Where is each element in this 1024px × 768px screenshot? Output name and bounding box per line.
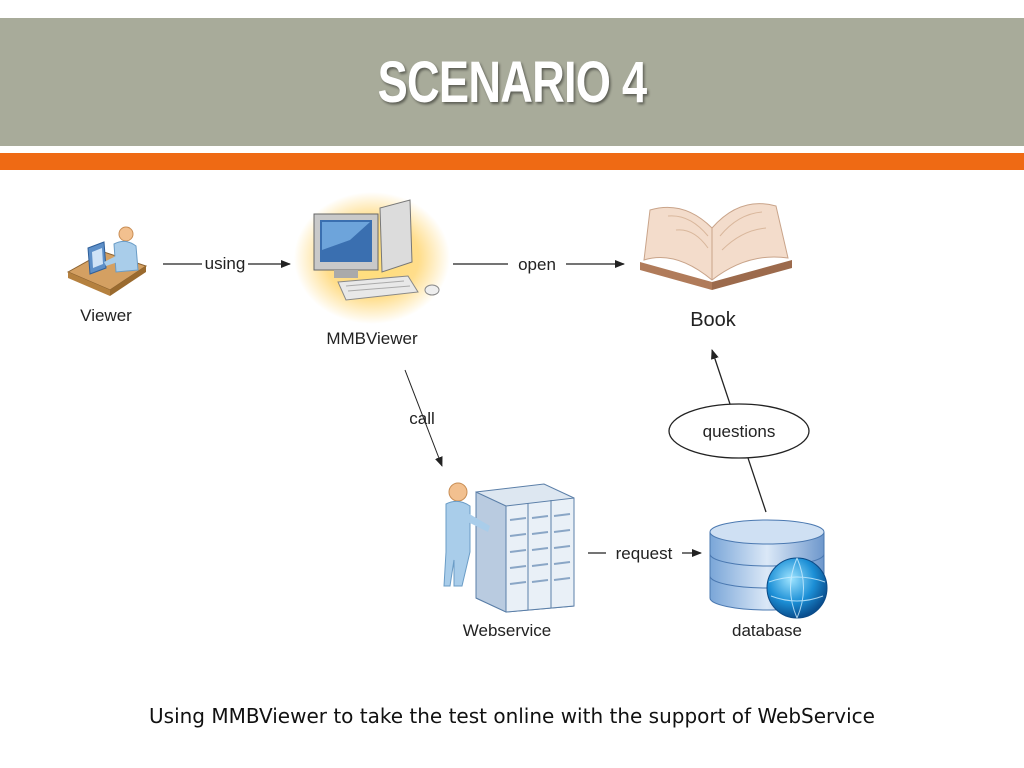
edge-open: open (453, 255, 625, 274)
edge-open-label: open (518, 255, 556, 274)
desktop-computer-icon (294, 192, 450, 324)
edge-request: request (588, 544, 702, 563)
edge-call-label: call (409, 409, 435, 428)
slide-title: SCENARIO 4 (377, 49, 648, 115)
slide-caption: Using MMBViewer to take the test online … (149, 704, 875, 728)
header-band (0, 18, 1024, 146)
edge-call: call (404, 369, 443, 467)
questions-label: questions (703, 422, 776, 441)
book-label: Book (690, 309, 737, 331)
edge-using-label: using (205, 254, 246, 273)
viewer-label: Viewer (80, 306, 132, 325)
database-globe-icon (709, 519, 828, 619)
person-at-computer-icon (66, 226, 148, 296)
accent-bar (0, 153, 1024, 170)
database-label: database (732, 621, 802, 640)
edge-using: using (163, 254, 291, 273)
server-rack-icon (443, 482, 575, 613)
questions-node: questions (668, 403, 810, 459)
edge-request-label: request (616, 544, 673, 563)
mmbviewer-label: MMBViewer (326, 329, 418, 348)
open-book-icon (640, 203, 792, 290)
webservice-label: Webservice (463, 621, 552, 640)
